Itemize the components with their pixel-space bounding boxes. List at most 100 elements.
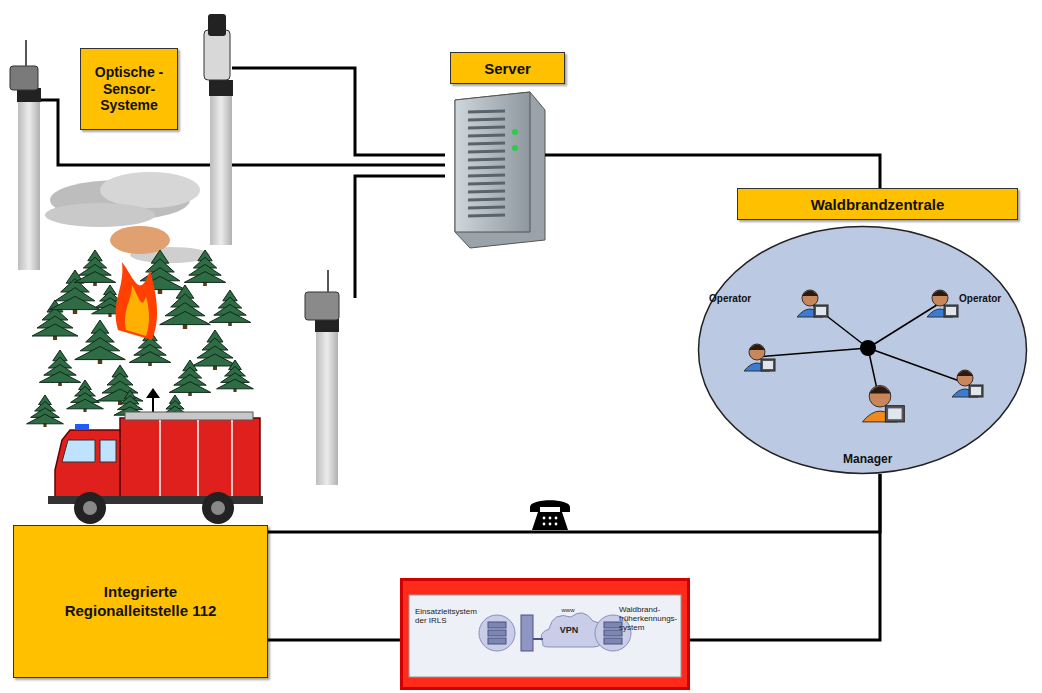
- tree-crown: [209, 312, 250, 323]
- tree: [160, 285, 211, 329]
- tree: [39, 350, 80, 386]
- connector-line: [545, 155, 880, 188]
- tree-crown: [39, 372, 80, 383]
- tree-crown: [74, 272, 115, 283]
- network-spoke: [810, 303, 868, 348]
- monitor: [969, 385, 983, 397]
- monitor: [944, 305, 958, 317]
- network-label: Waldbrand- früherkennungs- system: [619, 605, 689, 633]
- role-label: Manager: [843, 452, 892, 466]
- up-arrow: [146, 388, 160, 412]
- server-tower: [455, 92, 545, 248]
- tree: [192, 330, 238, 370]
- tree: [97, 365, 143, 405]
- control-room-ellipse: OperatorOperatorManager: [697, 225, 1028, 475]
- person-head: [957, 370, 973, 386]
- node-text: Waldbrandzentrale: [811, 196, 945, 213]
- tree-crown: [129, 352, 170, 363]
- connector-line: [690, 474, 880, 640]
- server-icon: [488, 622, 506, 628]
- smoke: [45, 172, 210, 263]
- network-spoke: [868, 303, 940, 348]
- person-hair: [869, 386, 891, 393]
- tree-crown: [32, 324, 78, 336]
- server-slot: [468, 167, 505, 168]
- server-icon: [604, 638, 622, 644]
- server-slot: [468, 151, 505, 152]
- server-slot: [468, 207, 505, 208]
- tree-crown: [169, 382, 210, 393]
- person-hair: [802, 291, 818, 297]
- telephone-icon: [530, 500, 570, 530]
- person-icon: [952, 370, 983, 397]
- server-slot: [468, 127, 505, 128]
- role-label: Operator: [709, 293, 751, 304]
- server-slot: [468, 191, 505, 192]
- network-label: Einsatzleitsystem der IRLS: [415, 607, 481, 625]
- person-hair: [932, 291, 948, 297]
- server-node: Server: [445, 52, 565, 245]
- tree-crown: [97, 389, 143, 401]
- monitor-screen: [971, 387, 981, 395]
- person-head: [802, 290, 818, 306]
- label-box: Optische -Sensor- Systeme: [80, 48, 178, 130]
- server-slot: [468, 135, 505, 136]
- server-slot: [468, 143, 505, 144]
- tree: [217, 360, 254, 392]
- person-icon: [797, 290, 828, 317]
- network-label: VPN: [554, 625, 584, 635]
- label-box: Server: [450, 52, 565, 84]
- server-slot: [468, 215, 505, 216]
- connector-line: [268, 639, 400, 642]
- monitor-screen: [816, 307, 826, 315]
- tree-crown: [192, 354, 238, 366]
- hub-dot: [860, 340, 876, 356]
- person-head: [869, 385, 891, 407]
- tree-crown: [184, 272, 225, 283]
- monitor-screen: [888, 408, 902, 419]
- server-slot: [468, 183, 505, 184]
- node-text: Optische -Sensor- Systeme: [89, 64, 169, 114]
- server-icon-bg: [479, 615, 515, 651]
- label-box: Waldbrandzentrale: [737, 188, 1018, 220]
- network-spoke: [757, 348, 868, 357]
- server-slot: [468, 199, 505, 200]
- network-label: www: [553, 607, 583, 614]
- person-icon: [862, 385, 904, 421]
- ellipse-shape: [699, 227, 1027, 474]
- server-icon: [488, 630, 506, 636]
- tree: [209, 290, 250, 326]
- fire-truck: [48, 412, 263, 524]
- vpn-graphic: [403, 581, 687, 687]
- server-slot: [468, 159, 505, 160]
- monitor: [885, 406, 904, 422]
- monitor: [814, 305, 828, 317]
- server-slot: [468, 111, 505, 112]
- tree-crown: [217, 379, 254, 389]
- control-center-box: Integrierte Regionalleitstelle 112: [13, 525, 268, 678]
- firewall-icon: [521, 615, 533, 651]
- server-icon: [488, 638, 506, 644]
- tree-crown: [160, 311, 211, 324]
- network-spoke: [868, 348, 965, 383]
- person-hair: [749, 345, 765, 351]
- person-head: [932, 290, 948, 306]
- tree: [74, 250, 115, 286]
- person-hair: [957, 371, 973, 377]
- node-text: Integrierte Regionalleitstelle 112: [41, 583, 241, 621]
- tree-crown: [50, 296, 101, 309]
- tree: [184, 250, 225, 286]
- vpn-connection-box: Einsatzleitsystem der IRLS wwwVPN Waldbran…: [400, 578, 690, 690]
- fire: [116, 262, 157, 340]
- monitor-screen: [946, 307, 956, 315]
- monitor-screen: [763, 361, 773, 369]
- sensor-poles: [10, 14, 339, 485]
- connector-line: [268, 474, 880, 532]
- person-icon: [744, 344, 775, 371]
- tree: [27, 395, 64, 427]
- tree-crown: [27, 414, 64, 424]
- tree: [169, 360, 210, 396]
- ellipse-outline: [697, 225, 1028, 475]
- person-head: [749, 344, 765, 360]
- forest: [27, 250, 254, 427]
